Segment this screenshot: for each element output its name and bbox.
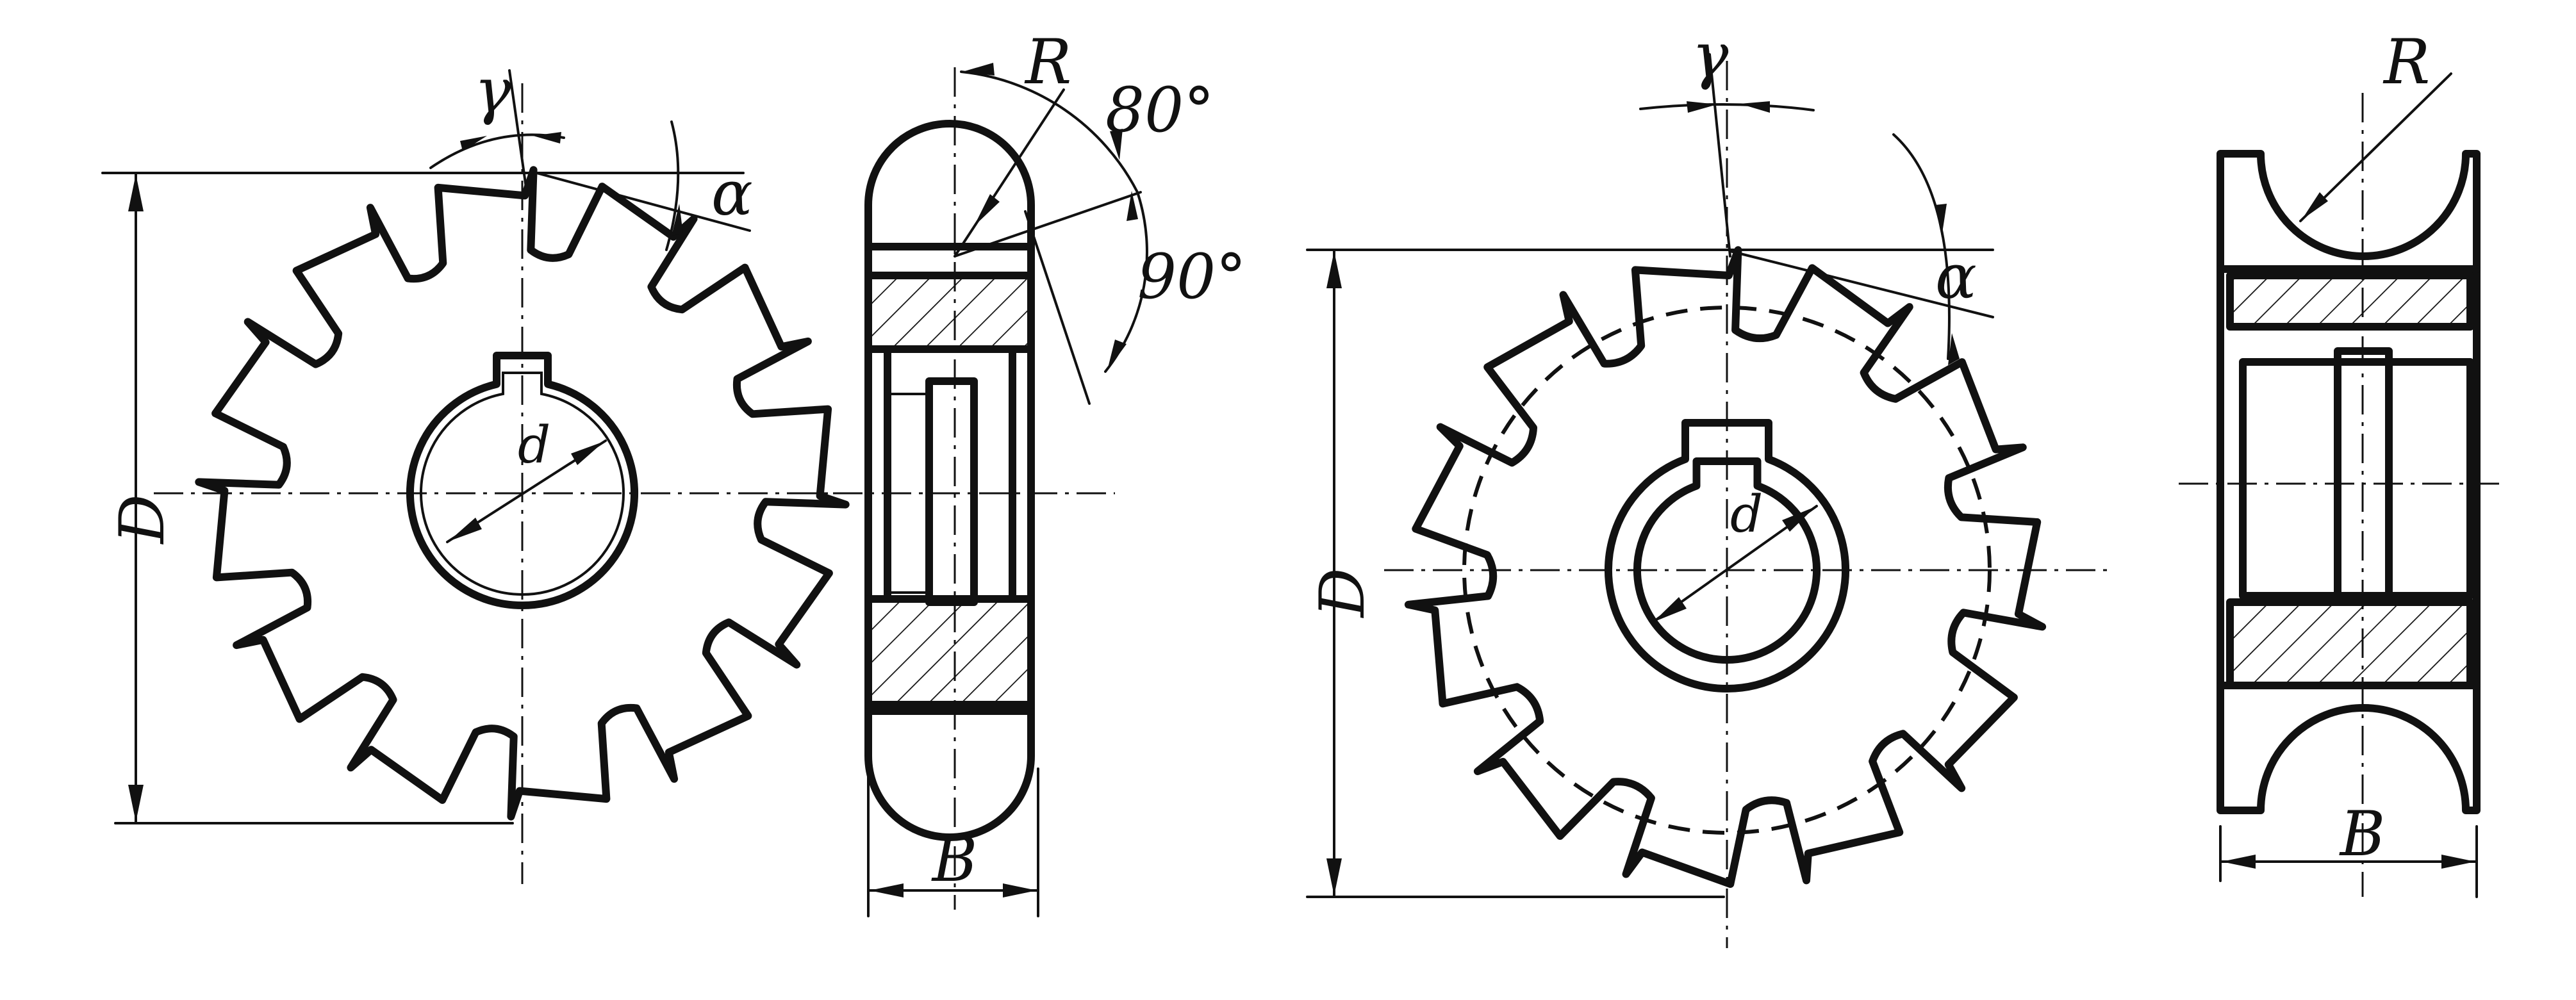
left-clearance-arc xyxy=(665,120,680,251)
left-bore-outline xyxy=(406,352,638,609)
right-side-body-outline xyxy=(2217,150,2481,814)
left-side-body-outline xyxy=(864,120,1035,841)
left-side-radius-label: R xyxy=(1024,26,1071,98)
right-diameter-label: D xyxy=(1307,568,1378,619)
left-arrowhead-D-bottom xyxy=(128,785,144,822)
right-side-key-slot xyxy=(2334,347,2393,605)
left-side-key-slot xyxy=(925,377,978,606)
right-side-radius-label: R xyxy=(2382,26,2430,98)
left-arrowhead-d-2 xyxy=(571,441,604,465)
right-rake-arrowhead-1 xyxy=(1687,101,1717,113)
right-front-view: D d γ α xyxy=(1306,20,2108,948)
right-arrowhead-D-top xyxy=(1326,251,1342,288)
right-side-arrowhead-B-right xyxy=(2441,855,2475,869)
right-side-hatched-section-top xyxy=(2230,275,2470,327)
left-side-angle-ray-2 xyxy=(1024,210,1091,405)
right-bore-inner-line xyxy=(1633,457,1821,664)
left-side-angle-80-arrowhead-1 xyxy=(962,63,995,76)
right-bore-outline xyxy=(1605,419,1849,693)
right-side-width-label: B xyxy=(2339,798,2386,870)
right-clearance-arrowhead-1 xyxy=(1935,204,1947,237)
left-side-angle-ray-1 xyxy=(954,191,1142,258)
left-side-hatched-section-bottom xyxy=(868,599,1031,705)
left-side-arrowhead-B-left xyxy=(870,883,904,898)
left-front-view: D d γ α xyxy=(101,55,850,884)
right-rake-arrowhead-2 xyxy=(1740,101,1770,113)
left-rake-arrowhead-2 xyxy=(533,132,561,143)
left-cutter-teeth-outline xyxy=(195,166,850,821)
left-diameter-label: D xyxy=(106,495,178,545)
left-side-angle-right-label: 90° xyxy=(1137,241,1246,313)
left-arrowhead-d-1 xyxy=(449,518,482,541)
right-side-radius-arrowhead xyxy=(2302,192,2328,220)
left-side-hatched-section-top xyxy=(868,275,1031,349)
right-side-arrowhead-B-left xyxy=(2222,855,2256,869)
left-side-angle-90-arrowhead-2 xyxy=(1107,340,1127,370)
left-arrowhead-D-top xyxy=(128,174,144,211)
right-arrowhead-d-2 xyxy=(1782,507,1815,532)
left-side-angle-80-arrowhead-2 xyxy=(1110,129,1123,160)
left-side-angle-top-label: 80° xyxy=(1105,74,1214,146)
left-rake-label: γ xyxy=(474,55,511,127)
left-side-radius-arrowhead xyxy=(974,194,1000,226)
right-side-radius-line xyxy=(2299,72,2452,222)
right-side-bore-outline xyxy=(2239,358,2474,600)
right-rake-label: γ xyxy=(1692,20,1729,92)
left-side-angle-90-arrowhead-1 xyxy=(1127,191,1138,221)
left-rake-angle-arc xyxy=(429,133,565,169)
left-side-bore-outline xyxy=(884,345,1016,603)
right-rake-angle-arc xyxy=(1639,102,1815,111)
right-side-hatched-border-top xyxy=(2226,272,2474,331)
right-side-view: R B xyxy=(2179,26,2499,898)
right-clearance-label: α xyxy=(1935,241,1977,313)
right-clearance-arrowhead-2 xyxy=(1948,333,1960,365)
left-bore-inner-line xyxy=(420,372,625,596)
left-side-radius-line xyxy=(954,88,1065,258)
left-rake-face-line xyxy=(508,69,528,193)
left-clearance-arrowhead xyxy=(672,204,683,236)
right-bore-label: d xyxy=(1730,484,1763,544)
right-side-hatched-section-bottom xyxy=(2230,602,2470,685)
left-clearance-label: α xyxy=(711,158,753,229)
right-arrowhead-d-1 xyxy=(1653,597,1687,622)
left-rake-arrowhead-1 xyxy=(460,136,487,151)
right-rake-face-line xyxy=(1708,53,1731,258)
left-side-view: R 80° 90° B xyxy=(833,26,1246,917)
left-clearance-line xyxy=(531,170,751,232)
left-bore-label: d xyxy=(518,415,550,475)
left-side-arrowhead-B-right xyxy=(1003,883,1037,898)
right-arrowhead-D-bottom xyxy=(1326,858,1342,896)
right-cutter-teeth-outline xyxy=(1404,246,2047,888)
left-side-width-label: B xyxy=(931,824,978,896)
right-root-circle-dashed xyxy=(1462,306,1992,835)
left-side-angle-arc-80 xyxy=(960,70,1139,193)
